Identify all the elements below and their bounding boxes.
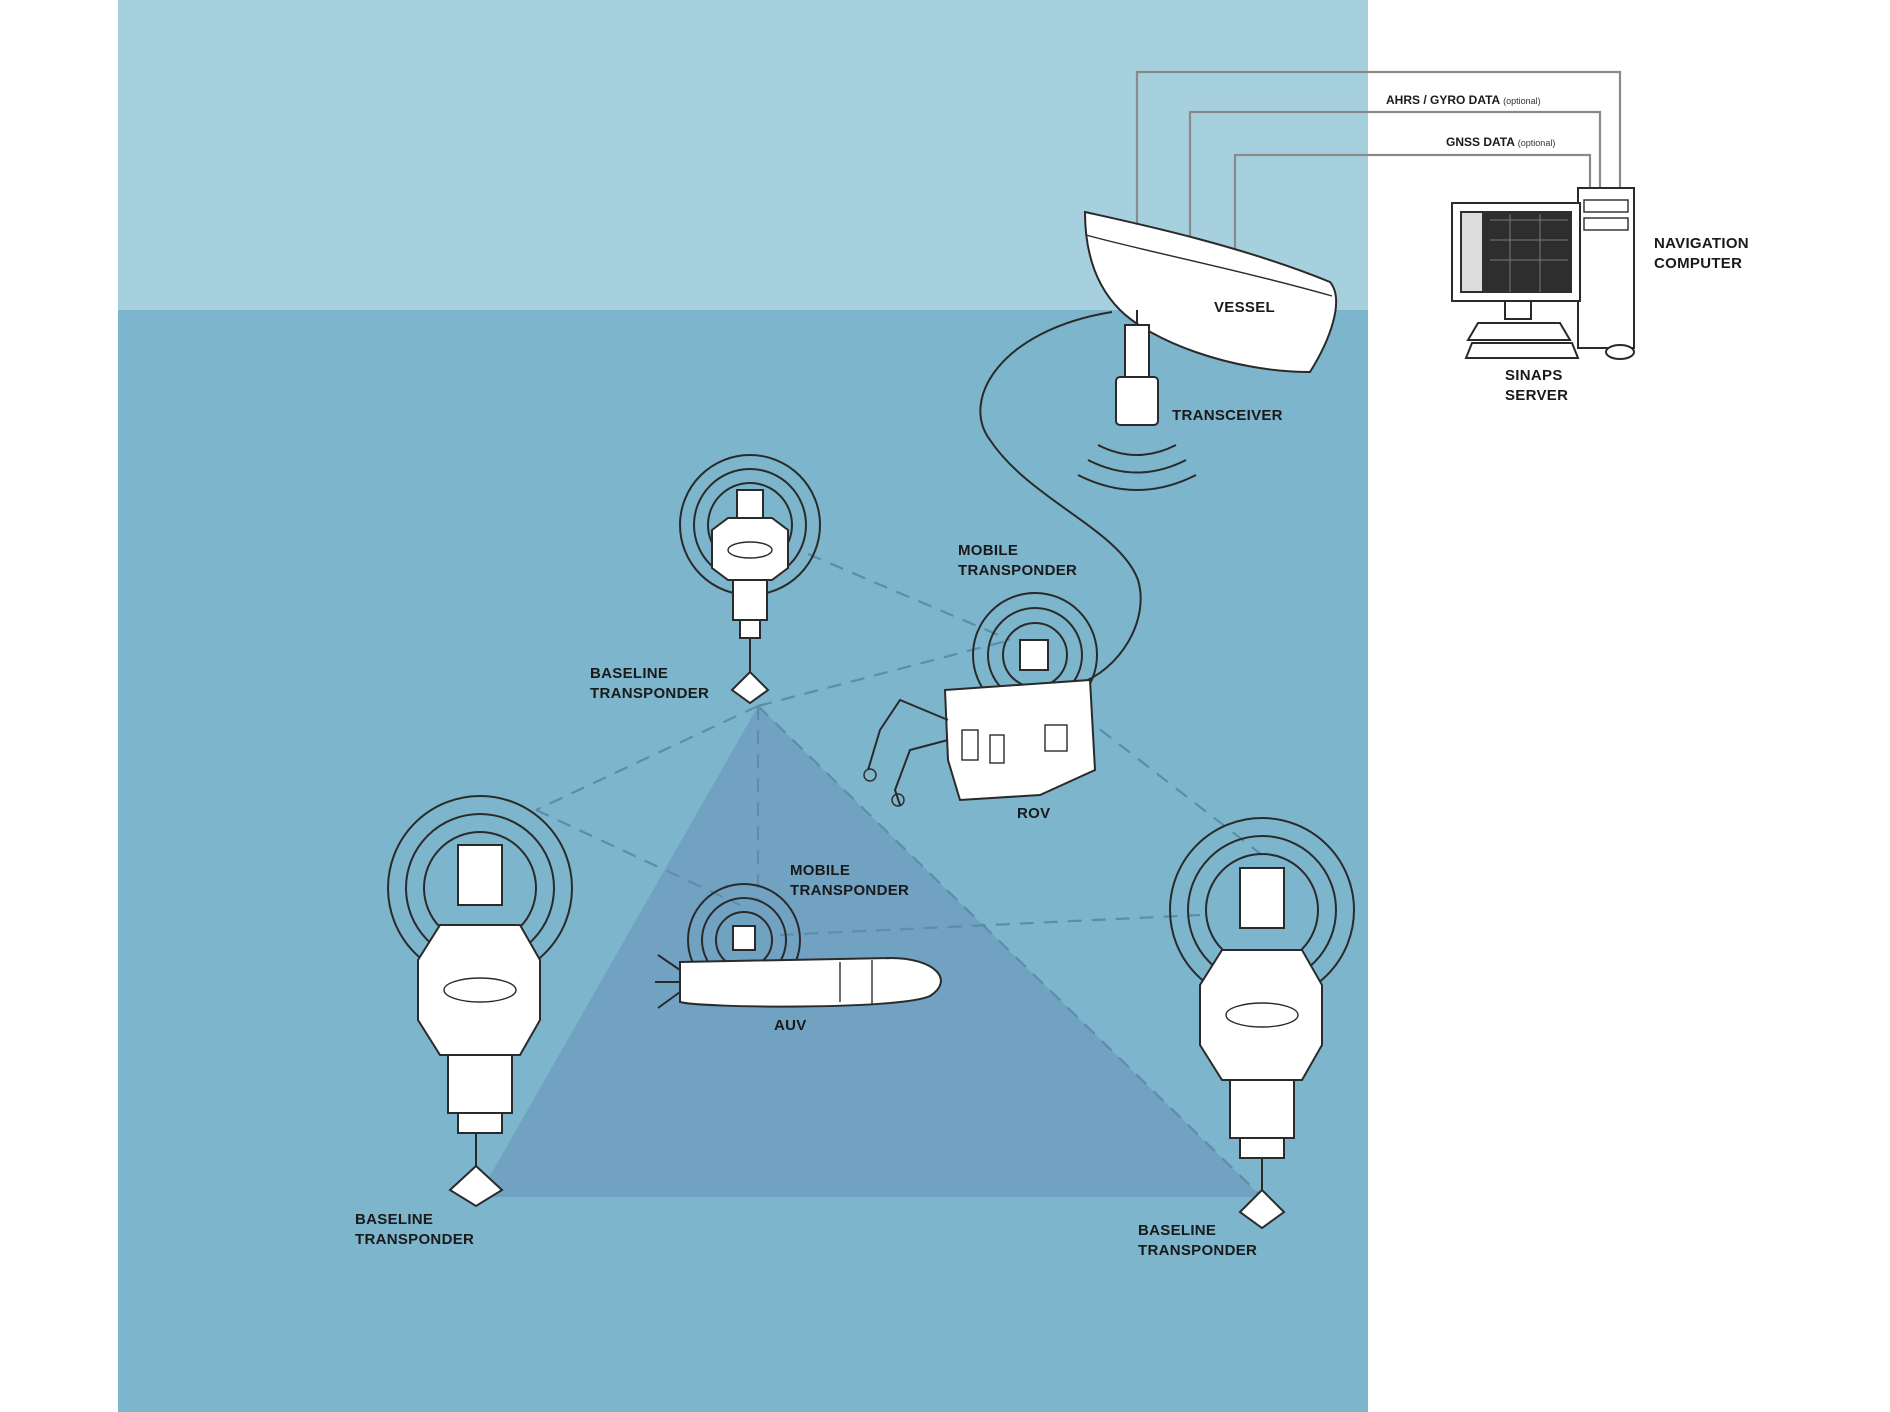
baseline-left-label-2: TRANSPONDER bbox=[355, 1231, 474, 1248]
navigation-computer bbox=[1451, 187, 1635, 360]
baseline-top-label-2: TRANSPONDER bbox=[590, 685, 709, 702]
rov-tether bbox=[979, 311, 1142, 685]
baseline-triangle bbox=[478, 706, 1262, 1197]
mobile-rov-label-2: TRANSPONDER bbox=[958, 562, 1077, 579]
sinaps-label-1: SINAPS bbox=[1505, 367, 1563, 384]
baseline-right-label-1: BASELINE bbox=[1138, 1222, 1216, 1239]
rov bbox=[863, 592, 1098, 807]
ahrs-label: AHRS / GYRO DATA (optional) bbox=[1386, 93, 1541, 107]
baseline-transponder-top bbox=[679, 454, 821, 705]
rov-label: ROV bbox=[1017, 805, 1050, 822]
baseline-transponder-right bbox=[1169, 817, 1355, 1230]
data-cables bbox=[1135, 70, 1622, 340]
acoustic-paths bbox=[535, 552, 1263, 1198]
baseline-right-label-2: TRANSPONDER bbox=[1138, 1242, 1257, 1259]
baseline-top-label-1: BASELINE bbox=[590, 665, 668, 682]
vessel bbox=[1083, 210, 1338, 374]
gnss-label: GNSS DATA (optional) bbox=[1446, 135, 1555, 149]
nav-computer-label-1: NAVIGATION bbox=[1654, 235, 1749, 252]
transceiver bbox=[1077, 310, 1197, 491]
sinaps-label-2: SERVER bbox=[1505, 387, 1568, 404]
nav-computer-label-2: COMPUTER bbox=[1654, 255, 1742, 272]
transceiver-label: TRANSCEIVER bbox=[1172, 407, 1283, 424]
baseline-transponder-left bbox=[387, 795, 573, 1208]
mobile-auv-label-2: TRANSPONDER bbox=[790, 882, 909, 899]
mobile-auv-label-1: MOBILE bbox=[790, 862, 850, 879]
vessel-label: VESSEL bbox=[1214, 299, 1275, 316]
baseline-left-label-1: BASELINE bbox=[355, 1211, 433, 1228]
auv bbox=[655, 883, 942, 1009]
mobile-rov-label-1: MOBILE bbox=[958, 542, 1018, 559]
auv-label: AUV bbox=[774, 1017, 807, 1034]
